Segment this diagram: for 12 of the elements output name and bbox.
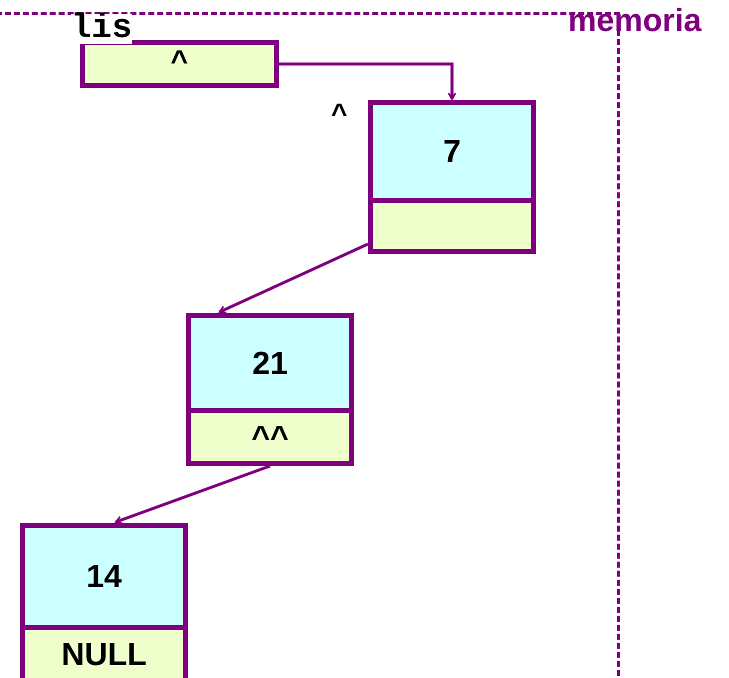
arrow [279, 62, 456, 100]
data-value: 21 [252, 344, 288, 382]
data-value: 7 [443, 133, 461, 170]
pointer-caret: ^ [331, 103, 348, 131]
region-title: memoria [568, 3, 702, 37]
pointer-value: ^^ [251, 420, 289, 454]
arrow [218, 242, 369, 314]
data-value: 14 [86, 558, 122, 595]
pointer-value: ^ [170, 47, 188, 81]
variable-name: lis [71, 14, 132, 44]
pointer-value: NULL [61, 637, 147, 671]
arrow [114, 464, 271, 524]
